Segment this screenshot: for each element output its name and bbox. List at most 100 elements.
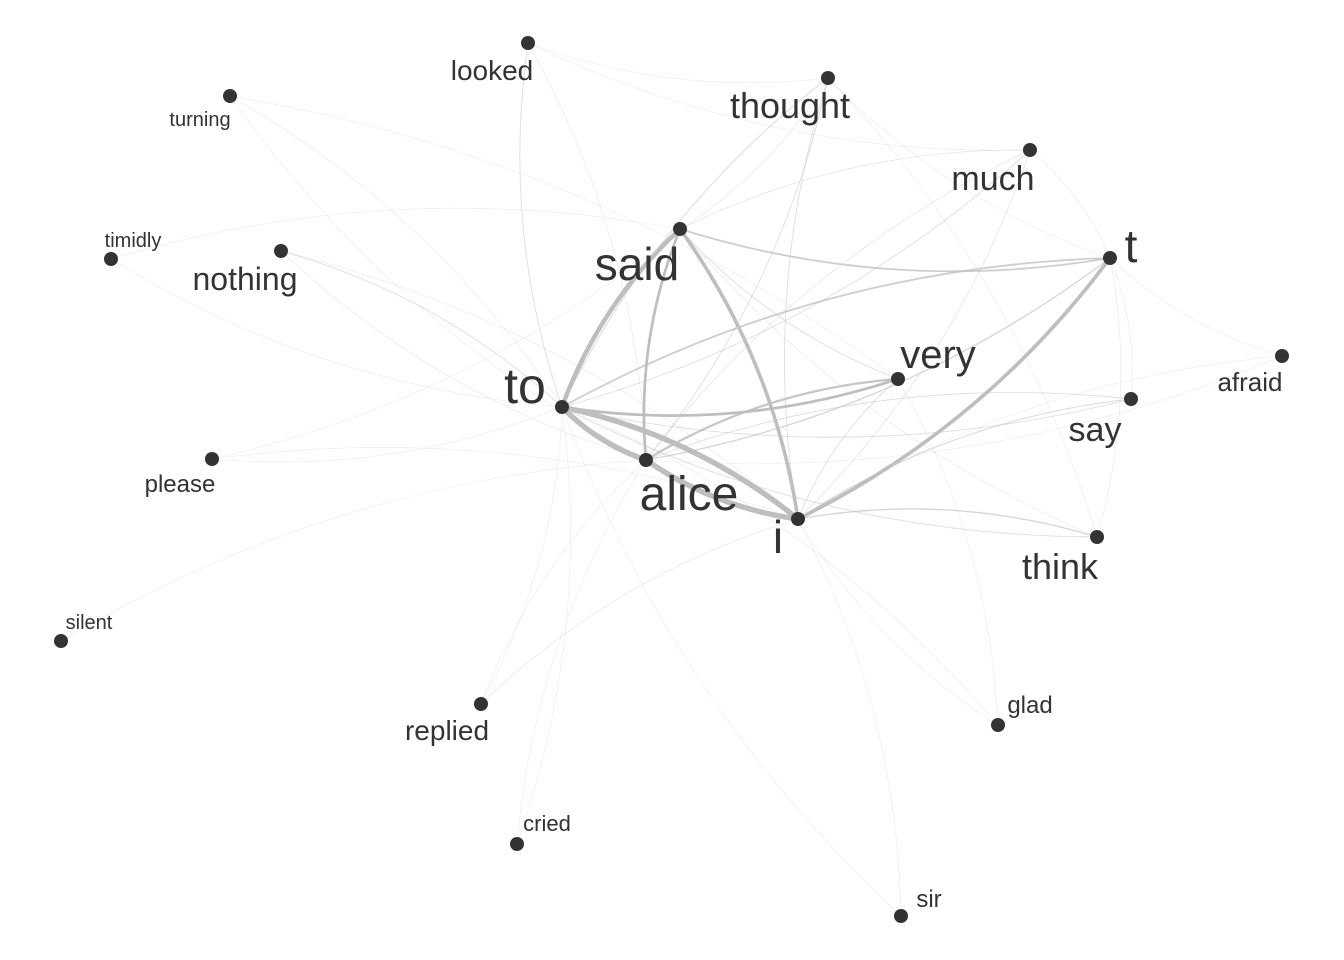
- node-i: [791, 512, 805, 526]
- edge-sir-to: [561, 406, 902, 917]
- edge-cried-to: [516, 406, 571, 845]
- edge-alice-much: [645, 149, 1031, 461]
- edge-turning-alice: [229, 95, 647, 461]
- edge-afraid-i: [797, 355, 1283, 520]
- node-label-turning: turning: [169, 109, 230, 131]
- edge-looked-thought: [527, 42, 829, 84]
- edge-i-say: [797, 398, 1132, 520]
- edge-said-thought: [679, 77, 829, 230]
- edge-to-t: [561, 257, 1111, 408]
- edge-to-say: [561, 398, 1132, 438]
- node-label-much: much: [951, 160, 1034, 198]
- edge-i-thought: [783, 77, 829, 520]
- node-label-said: said: [595, 238, 679, 290]
- edge-looked-to: [519, 42, 563, 408]
- edge-cried-alice: [516, 459, 647, 845]
- node-say: [1124, 392, 1138, 406]
- edge-said-much: [679, 149, 1031, 230]
- node-label-glad: glad: [1007, 692, 1052, 719]
- edge-think-t: [1096, 257, 1122, 538]
- edge-silent-alice: [60, 459, 647, 642]
- edge-to-much: [561, 149, 1031, 408]
- node-think: [1090, 530, 1104, 544]
- node-label-say: say: [1069, 411, 1122, 449]
- edge-much-t: [1029, 149, 1111, 259]
- edge-looked-much: [527, 42, 1031, 151]
- edge-please-said: [211, 228, 681, 460]
- edge-think-said: [679, 228, 1098, 538]
- edge-to-said: [559, 227, 682, 408]
- node-label-cried: cried: [523, 811, 571, 836]
- node-sir: [894, 909, 908, 923]
- node-label-timidly: timidly: [105, 230, 162, 252]
- edge-glad-to: [561, 406, 999, 726]
- edge-nothing-alice: [280, 250, 647, 461]
- edge-alice-say: [645, 392, 1132, 461]
- edge-sir-i: [797, 518, 902, 917]
- edge-turning-very: [229, 95, 899, 380]
- edge-thought-think: [827, 77, 1098, 538]
- node-label-please: please: [145, 471, 216, 498]
- node-label-very: very: [900, 333, 976, 377]
- edge-to-replied: [480, 406, 563, 705]
- edge-alice-i: [644, 457, 799, 522]
- node-glad: [991, 718, 1005, 732]
- node-label-nothing: nothing: [193, 261, 298, 297]
- edge-i-very: [797, 378, 899, 520]
- node-much: [1023, 143, 1037, 157]
- edge-afraid-alice: [645, 355, 1283, 465]
- edge-i-much: [797, 149, 1031, 520]
- edge-looked-alice: [527, 42, 647, 461]
- node-nothing: [274, 244, 288, 258]
- node-label-afraid: afraid: [1217, 367, 1282, 397]
- edge-to-i: [561, 404, 800, 522]
- node-t: [1103, 251, 1117, 265]
- edge-please-i: [211, 447, 799, 520]
- node-label-t: t: [1125, 220, 1138, 272]
- edge-alice-replied: [480, 459, 647, 705]
- node-label-i: i: [773, 511, 783, 563]
- edge-t-i: [797, 256, 1112, 521]
- edge-nothing-to: [280, 250, 563, 408]
- edge-turning-to: [229, 95, 563, 408]
- edge-said-alice: [642, 228, 682, 461]
- nodes-layer: [54, 36, 1289, 923]
- edge-timidly-to: [110, 258, 563, 408]
- node-very: [891, 372, 905, 386]
- labels-layer: looked turning thought much said t timidly noth…: [66, 55, 1283, 913]
- edge-glad-i: [797, 518, 999, 726]
- edge-i-think: [797, 508, 1098, 538]
- node-silent: [54, 634, 68, 648]
- edge-alice-thought: [645, 77, 829, 461]
- edge-thought-t: [827, 77, 1111, 259]
- edge-afraid-t: [1109, 257, 1283, 357]
- node-please: [205, 452, 219, 466]
- node-label-looked: looked: [451, 55, 534, 86]
- edge-timidly-said: [110, 207, 681, 260]
- edge-to-very: [561, 377, 899, 417]
- node-replied: [474, 697, 488, 711]
- edge-alice-very: [645, 377, 899, 461]
- edge-nothing-i: [280, 250, 799, 520]
- node-label-replied: replied: [405, 715, 489, 746]
- edge-alice-t: [645, 257, 1111, 461]
- edge-said-t: [679, 228, 1111, 273]
- edge-said-very: [679, 228, 899, 380]
- node-cried: [510, 837, 524, 851]
- node-turning: [223, 89, 237, 103]
- edges-layer: [60, 42, 1283, 917]
- node-alice: [639, 453, 653, 467]
- node-thought: [821, 71, 835, 85]
- node-label-thought: thought: [730, 85, 850, 126]
- node-label-to: to: [504, 358, 546, 414]
- node-afraid: [1275, 349, 1289, 363]
- node-looked: [521, 36, 535, 50]
- node-timidly: [104, 252, 118, 266]
- edge-i-replied: [480, 518, 799, 705]
- edge-say-t: [1109, 257, 1133, 400]
- edge-to-alice: [560, 405, 647, 463]
- node-label-think: think: [1022, 546, 1099, 587]
- node-label-sir: sir: [916, 886, 941, 913]
- node-label-alice: alice: [640, 468, 739, 521]
